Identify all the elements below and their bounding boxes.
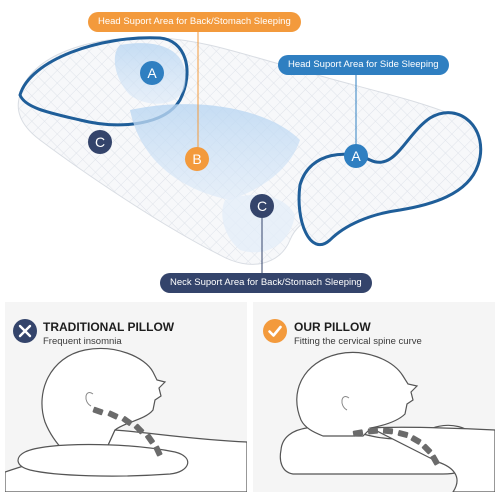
zone-badge-b: B [185, 147, 209, 171]
traditional-pillow-panel: TRADITIONAL PILLOW Frequent insomnia [5, 302, 247, 492]
callout-head-side: Head Suport Area for Side Sleeping [278, 55, 449, 75]
zone-c-highlight [222, 195, 295, 253]
our-sleeper-illustration [279, 351, 495, 492]
our-pillow-panel: OUR PILLOW Fitting the cervical spine cu… [253, 302, 495, 492]
x-icon [13, 319, 37, 343]
zone-badge-c-left: C [88, 130, 112, 154]
traditional-sleeper-illustration [5, 348, 247, 492]
zone-badge-a-right: A [344, 144, 368, 168]
callout-head-back: Head Suport Area for Back/Stomach Sleepi… [88, 12, 301, 32]
pillow-illustration [17, 30, 483, 274]
check-icon [263, 319, 287, 343]
traditional-subtitle: Frequent insomnia [43, 336, 122, 347]
pillow-right-end [297, 111, 483, 247]
our-pillow-subtitle: Fitting the cervical spine curve [294, 336, 422, 347]
traditional-title: TRADITIONAL PILLOW [43, 320, 175, 334]
zone-badge-a-left: A [140, 61, 164, 85]
zone-badge-c-right: C [250, 194, 274, 218]
our-pillow-title: OUR PILLOW [294, 320, 371, 334]
callout-neck: Neck Suport Area for Back/Stomach Sleepi… [160, 273, 372, 293]
zone-b-highlight [130, 104, 300, 200]
